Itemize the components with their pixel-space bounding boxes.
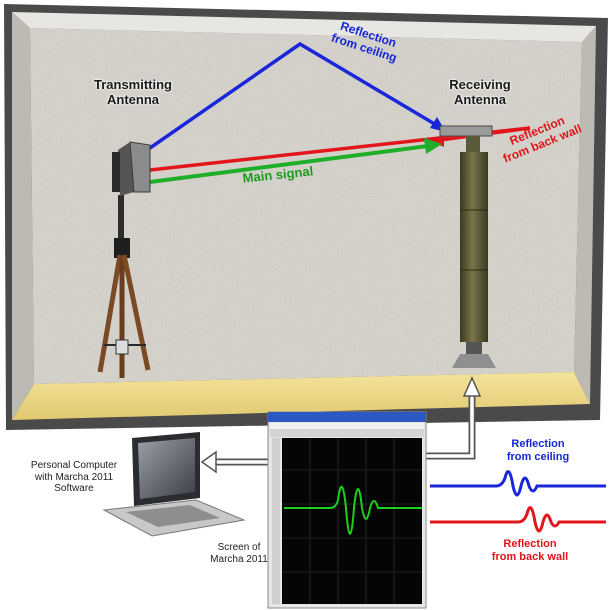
screen-of-marcha-label: Screen of Marcha 2011 (210, 542, 268, 565)
computer-connector-arrowhead (200, 450, 217, 474)
laptop-icon (102, 432, 246, 537)
right-side-wall (574, 26, 596, 404)
main-signal-path (149, 144, 429, 184)
transmitter-horn-icon (112, 141, 151, 196)
left-side-wall (12, 12, 34, 420)
receiver-mast-icon (439, 125, 496, 368)
tripod-icon (97, 195, 151, 378)
room-box (4, 4, 608, 430)
transmitting-antenna-label: Transmitting Antenna (93, 77, 172, 107)
window-titlebar (268, 412, 426, 422)
personal-computer-label: Personal Computer with Marcha 2011 Softw… (30, 460, 118, 494)
receiving-antenna-label: Receiving Antenna (449, 77, 511, 107)
routing-arrows (200, 376, 482, 474)
mast-connector-arrowhead (462, 376, 482, 397)
back-wall-texture (30, 28, 582, 384)
oscilloscope-screen-icon (267, 411, 427, 609)
scope-waveform-trace (284, 486, 422, 535)
ceiling (12, 12, 596, 42)
floor (12, 372, 590, 420)
back-wall-reflection-waveform (430, 506, 606, 533)
ceiling-reflection-waveform (430, 470, 606, 497)
reflection-ceiling-right-label: Reflection from ceiling (506, 438, 570, 463)
reflection-back-wall-right-label: Reflection from back wall (491, 538, 569, 563)
main-signal-arrowhead (424, 138, 442, 154)
ceiling-reflection-path (149, 41, 439, 150)
